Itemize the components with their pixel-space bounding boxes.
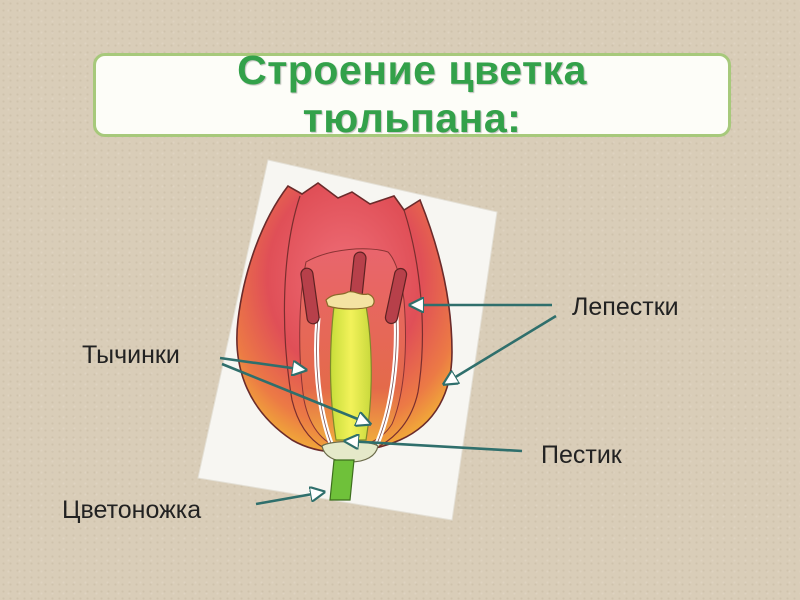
arrow-petals-lower — [444, 314, 557, 384]
arrow-stalk — [255, 492, 324, 506]
pistil — [329, 305, 372, 441]
arrows — [219, 305, 557, 506]
flower-stalk — [329, 459, 355, 501]
title-box — [93, 53, 731, 137]
arrow-stamens-lower — [221, 362, 370, 424]
stamen-outline-left — [316, 317, 333, 447]
stigma — [325, 290, 375, 310]
label-stamens: Тычинки — [82, 341, 180, 369]
title-line-1: Строение цветка — [237, 47, 587, 93]
petal-fold-left — [283, 195, 325, 449]
label-stalk: Цветоножка — [62, 496, 202, 524]
arrow-stamens-upper — [219, 356, 306, 370]
arrow-pistil — [345, 441, 523, 453]
petal-fold-right — [375, 209, 423, 449]
title-line-2: тюльпана: — [302, 95, 522, 141]
label-petals: Лепестки — [572, 293, 679, 321]
anther-left — [300, 267, 320, 325]
stamen-outline-right — [375, 315, 397, 447]
anther-right — [384, 267, 408, 325]
page-title: Строение цветка тюльпана: — [93, 46, 731, 142]
label-pistil: Пестик — [541, 441, 622, 469]
